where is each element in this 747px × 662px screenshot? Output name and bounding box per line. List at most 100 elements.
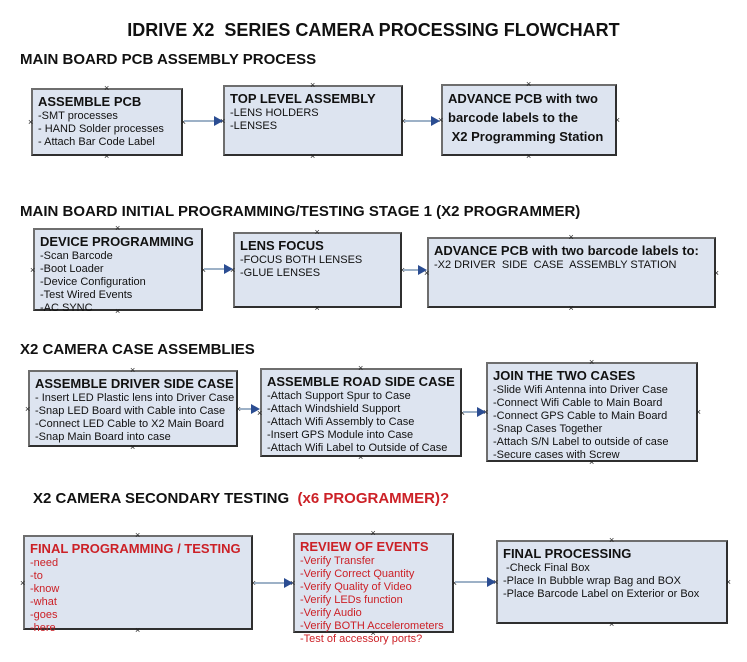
connector-handle-icon: × xyxy=(310,80,316,90)
box-item: -Verify Transfer xyxy=(300,555,375,567)
arrow-head-icon xyxy=(487,577,496,587)
box-title: REVIEW OF EVENTS xyxy=(300,539,429,554)
connector-handle-icon: × xyxy=(104,83,110,93)
connector-handle-icon: × xyxy=(28,117,34,127)
box-item: -need xyxy=(30,557,59,569)
connector-handle-icon: × xyxy=(115,223,121,233)
box-title: TOP LEVEL ASSEMBLY xyxy=(230,91,376,106)
flow-arrow xyxy=(204,264,233,274)
connector-handle-icon: × xyxy=(713,267,719,278)
box-item: -Test Wired Events xyxy=(40,289,133,301)
box-item: -Boot Loader xyxy=(40,263,104,275)
box-item: -Attach Windshield Support xyxy=(267,403,401,415)
connector-handle-icon: × xyxy=(568,232,574,242)
box-item: -X2 DRIVER SIDE CASE ASSEMBLY STATION xyxy=(434,259,677,271)
box-item: -Check Final Box xyxy=(503,562,590,574)
flow-arrow xyxy=(239,404,260,414)
flow-arrow xyxy=(403,265,427,275)
connector-handle-icon: × xyxy=(104,151,110,161)
box-title-line: ADVANCE PCB with two xyxy=(448,91,598,106)
heading-black-part: X2 CAMERA SECONDARY TESTING xyxy=(33,490,294,507)
box-item: -Attach Wifi Label to Outside of Case xyxy=(267,442,448,454)
box-item: -Connect GPS Cable to Main Board xyxy=(493,410,668,422)
box-assemble-road-side-case: ASSEMBLE ROAD SIDE CASE -Attach Support … xyxy=(257,363,465,462)
arrow-line xyxy=(254,582,287,584)
arrow-line xyxy=(239,408,254,410)
box-item: -Scan Barcode xyxy=(40,250,113,262)
box-item: -Snap Main Board into case xyxy=(35,431,171,443)
box-title: FINAL PROGRAMMING / TESTING xyxy=(30,541,241,556)
box-item: -FOCUS BOTH LENSES xyxy=(240,254,363,266)
arrow-line xyxy=(404,120,434,122)
box-item: -Snap LED Board with Cable into Case xyxy=(35,405,226,417)
box-item: -what xyxy=(30,596,57,608)
arrow-line xyxy=(455,581,490,583)
box-item: - Attach Bar Code Label xyxy=(38,136,155,148)
box-item: -Place In Bubble wrap Bag and BOX xyxy=(503,575,681,587)
arrow-head-icon xyxy=(477,407,486,417)
arrow-head-icon xyxy=(431,116,440,126)
connector-handle-icon: × xyxy=(310,151,316,161)
arrow-head-icon xyxy=(224,264,233,274)
connector-handle-icon: × xyxy=(614,115,620,125)
box-join-the-two-cases: JOIN THE TWO CASES -Slide Wifi Antenna i… xyxy=(483,358,701,467)
connector-handle-icon: × xyxy=(526,79,532,89)
connector-handle-icon: × xyxy=(20,577,26,588)
section-heading-pcb-assembly: MAIN BOARD PCB ASSEMBLY PROCESS xyxy=(20,51,317,68)
box-item: -goes xyxy=(30,609,58,621)
box-title: ASSEMBLE ROAD SIDE CASE xyxy=(267,374,455,389)
connector-handle-icon: × xyxy=(314,303,320,313)
box-item: -GLUE LENSES xyxy=(240,267,321,279)
connector-handle-icon: × xyxy=(314,227,320,237)
flow-arrow xyxy=(184,116,223,126)
connector-handle-icon: × xyxy=(30,264,36,275)
box-title: LENS FOCUS xyxy=(240,238,324,253)
box-title: JOIN THE TWO CASES xyxy=(493,368,636,383)
connector-handle-icon: × xyxy=(370,528,376,538)
box-item: -Connect LED Cable to X2 Main Board xyxy=(35,418,224,430)
connector-handle-icon: × xyxy=(358,363,364,373)
box-final-programming-testing: FINAL PROGRAMMING / TESTING -need -to -k… xyxy=(20,531,256,635)
box-final-processing: FINAL PROCESSING -Check Final Box -Place… xyxy=(493,535,731,629)
flow-arrow xyxy=(404,116,440,126)
flow-arrow xyxy=(455,577,496,587)
box-item: -Verify LEDs function xyxy=(300,594,403,606)
arrow-head-icon xyxy=(418,265,427,275)
box-lens-focus: LENS FOCUS -FOCUS BOTH LENSES -GLUE LENS… xyxy=(230,227,405,313)
flow-arrow xyxy=(463,407,486,417)
arrow-head-icon xyxy=(214,116,223,126)
box-item: -AC SYNC xyxy=(40,302,93,314)
box-item: -Snap Cases Together xyxy=(493,423,603,435)
box-title: ASSEMBLE DRIVER SIDE CASE xyxy=(35,376,234,391)
box-item: -Secure cases with Screw xyxy=(493,449,620,461)
connector-handle-icon: × xyxy=(526,151,532,161)
arrow-line xyxy=(403,269,421,271)
connector-handle-icon: × xyxy=(568,303,574,313)
box-item: -Attach Wifi Assembly to Case xyxy=(267,416,415,428)
box-item: -Verify Quality of Video xyxy=(300,581,412,593)
box-item: -SMT processes xyxy=(38,110,118,122)
box-device-programming: DEVICE PROGRAMMING -Scan Barcode -Boot L… xyxy=(30,223,206,316)
connector-handle-icon: × xyxy=(130,365,136,375)
box-title-line: barcode labels to the xyxy=(448,110,579,125)
box-item: - Insert LED Plastic lens into Driver Ca… xyxy=(35,392,235,404)
box-item: -Device Configuration xyxy=(40,276,146,288)
box-top-level-assembly: TOP LEVEL ASSEMBLY -LENS HOLDERS -LENSES… xyxy=(220,80,406,161)
connector-handle-icon: × xyxy=(25,403,31,414)
box-advance-pcb-driver-side: ADVANCE PCB with two barcode labels to: … xyxy=(424,232,719,313)
flow-arrow xyxy=(254,578,293,588)
connector-handle-icon: × xyxy=(609,619,615,629)
connector-handle-icon: × xyxy=(130,442,136,452)
connector-handle-icon: × xyxy=(725,577,731,587)
connector-handle-icon: × xyxy=(609,535,615,545)
box-title: FINAL PROCESSING xyxy=(503,546,632,561)
box-item: -here xyxy=(30,622,56,634)
box-advance-pcb-programming-station: ADVANCE PCB with two barcode labels to t… xyxy=(438,79,620,161)
arrow-line xyxy=(204,268,227,270)
page-title: IDRIVE X2 SERIES CAMERA PROCESSING FLOWC… xyxy=(127,20,620,40)
box-assemble-pcb: ASSEMBLE PCB -SMT processes - HAND Solde… xyxy=(28,83,186,161)
box-item: -LENS HOLDERS xyxy=(230,107,319,119)
box-item: -Place Barcode Label on Exterior or Box xyxy=(503,588,700,600)
section-heading-secondary-testing: X2 CAMERA SECONDARY TESTING (x6 PROGRAMM… xyxy=(33,490,449,507)
